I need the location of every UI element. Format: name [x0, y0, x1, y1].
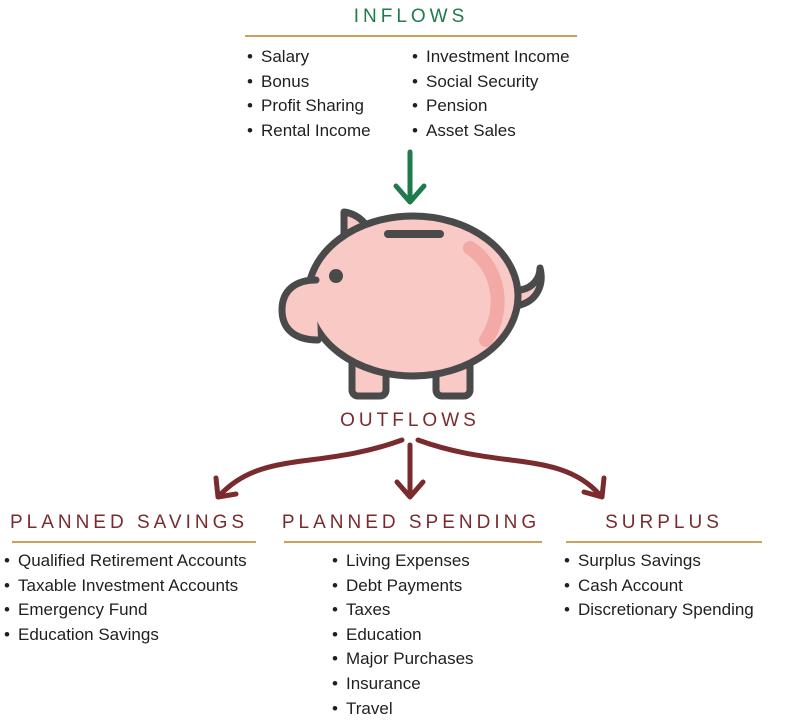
list-item: Discretionary Spending [564, 598, 754, 623]
surplus-rule [566, 541, 762, 543]
list-item: Living Expenses [332, 549, 474, 574]
list-item: Investment Income [412, 45, 570, 70]
list-item: Education [332, 623, 474, 648]
inflows-heading: INFLOWS [353, 6, 469, 27]
planned-savings-rule [12, 541, 256, 543]
planned-savings-heading: PLANNED SAVINGS [9, 512, 249, 533]
list-item: Travel [332, 697, 474, 722]
surplus-list: Surplus Savings Cash Account Discretiona… [564, 549, 754, 623]
inflows-list-right: Investment Income Social Security Pensio… [412, 45, 570, 143]
arrow-to-planned-savings [217, 437, 405, 498]
list-item: Pension [412, 94, 570, 119]
list-item: Insurance [332, 672, 474, 697]
list-item: Major Purchases [332, 647, 474, 672]
piggy-bank-icon [278, 208, 545, 400]
list-item: Taxable Investment Accounts [4, 574, 247, 599]
arrow-to-surplus [415, 437, 603, 498]
list-item: Bonus [247, 70, 371, 95]
list-item: Social Security [412, 70, 570, 95]
inflow-arrow [393, 149, 427, 205]
planned-spending-rule [284, 541, 542, 543]
outflow-arrows [213, 437, 607, 500]
list-item: Cash Account [564, 574, 754, 599]
outflows-heading: OUTFLOWS [340, 410, 480, 431]
list-item: Education Savings [4, 623, 247, 648]
list-item: Emergency Fund [4, 598, 247, 623]
list-item: Qualified Retirement Accounts [4, 549, 247, 574]
surplus-heading: SURPLUS [605, 512, 723, 533]
list-item: Salary [247, 45, 371, 70]
list-item: Taxes [332, 598, 474, 623]
inflows-rule [245, 35, 577, 37]
planned-savings-list: Qualified Retirement Accounts Taxable In… [4, 549, 247, 647]
list-item: Rental Income [247, 119, 371, 144]
list-item: Profit Sharing [247, 94, 371, 119]
list-item: Surplus Savings [564, 549, 754, 574]
planned-spending-heading: PLANNED SPENDING [281, 512, 541, 533]
list-item: Asset Sales [412, 119, 570, 144]
inflows-list-left: Salary Bonus Profit Sharing Rental Incom… [247, 45, 371, 143]
planned-spending-list: Living Expenses Debt Payments Taxes Educ… [332, 549, 474, 721]
list-item: Debt Payments [332, 574, 474, 599]
